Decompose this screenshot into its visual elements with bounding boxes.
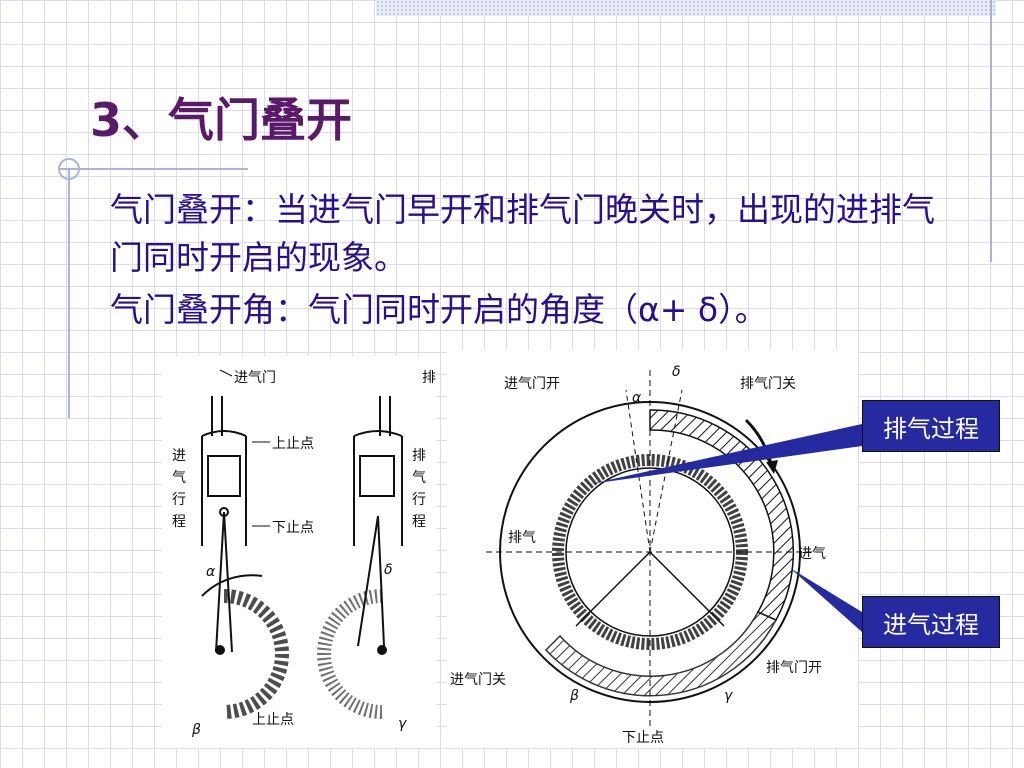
- intake-open-label: 进气门开: [504, 376, 560, 392]
- intake-label: 进气: [798, 546, 826, 562]
- exhaust-open-label: 排气门开: [766, 660, 822, 676]
- intake-stroke-char-3: 行: [172, 492, 186, 508]
- top-decor-band: [376, 0, 996, 16]
- title-underline: [58, 168, 248, 170]
- engine-stroke-diagram: 进气门 上止点 下止点 进 气 行 程 α β 上止点 排: [162, 356, 436, 748]
- tdc-label-left: 上止点: [272, 436, 314, 452]
- left-decor-line: [68, 168, 70, 418]
- delta-label-left: δ: [384, 562, 393, 578]
- valve-timing-diagram: 进气门开 δ 排气门关 α 排气 进气 进气门关 排气门开 β γ 下止点: [446, 350, 858, 748]
- delta-label-right: δ: [672, 364, 681, 380]
- intake-stroke-char-1: 进: [172, 448, 186, 464]
- exhaust-stroke-char-2: 气: [412, 470, 426, 486]
- exhaust-label: 排气: [508, 530, 536, 546]
- exhaust-stroke-char-3: 行: [412, 492, 426, 508]
- beta-label-left: β: [191, 722, 201, 738]
- intake-stroke-char-2: 气: [172, 470, 186, 486]
- bdc-label-left: 下止点: [272, 520, 314, 536]
- beta-label-right: β: [569, 688, 579, 704]
- bullet-circle-decor: [58, 158, 80, 180]
- intake-close-label: 进气门关: [450, 672, 506, 688]
- alpha-label-right: α: [632, 390, 642, 406]
- valve-overlap-definition: 气门叠开：当进气门早开和排气门晚关时，出现的进排气门同时开启的现象。: [110, 190, 935, 277]
- exhaust-stroke-char-4: 程: [412, 514, 426, 530]
- exhaust-partial-label: 排: [422, 370, 436, 386]
- overlap-angle-definition: 气门叠开角：气门同时开启的角度（α+ δ）。: [110, 290, 768, 329]
- gamma-label-left: γ: [398, 716, 407, 732]
- slide-title: 3、气门叠开: [90, 93, 353, 147]
- bdc-label-right: 下止点: [622, 730, 664, 746]
- exhaust-process-callout: 排气过程: [862, 400, 1000, 452]
- exhaust-close-label: 排气门关: [740, 376, 796, 392]
- tdc-bottom-label: 上止点: [252, 712, 294, 728]
- intake-valve-label: 进气门: [234, 370, 276, 386]
- gamma-label-right: γ: [724, 688, 733, 704]
- intake-process-callout: 进气过程: [862, 596, 1000, 648]
- alpha-label-left: α: [206, 564, 216, 580]
- intake-stroke-char-4: 程: [172, 514, 186, 530]
- right-decor-line: [990, 0, 992, 262]
- exhaust-stroke-char-1: 排: [412, 448, 426, 464]
